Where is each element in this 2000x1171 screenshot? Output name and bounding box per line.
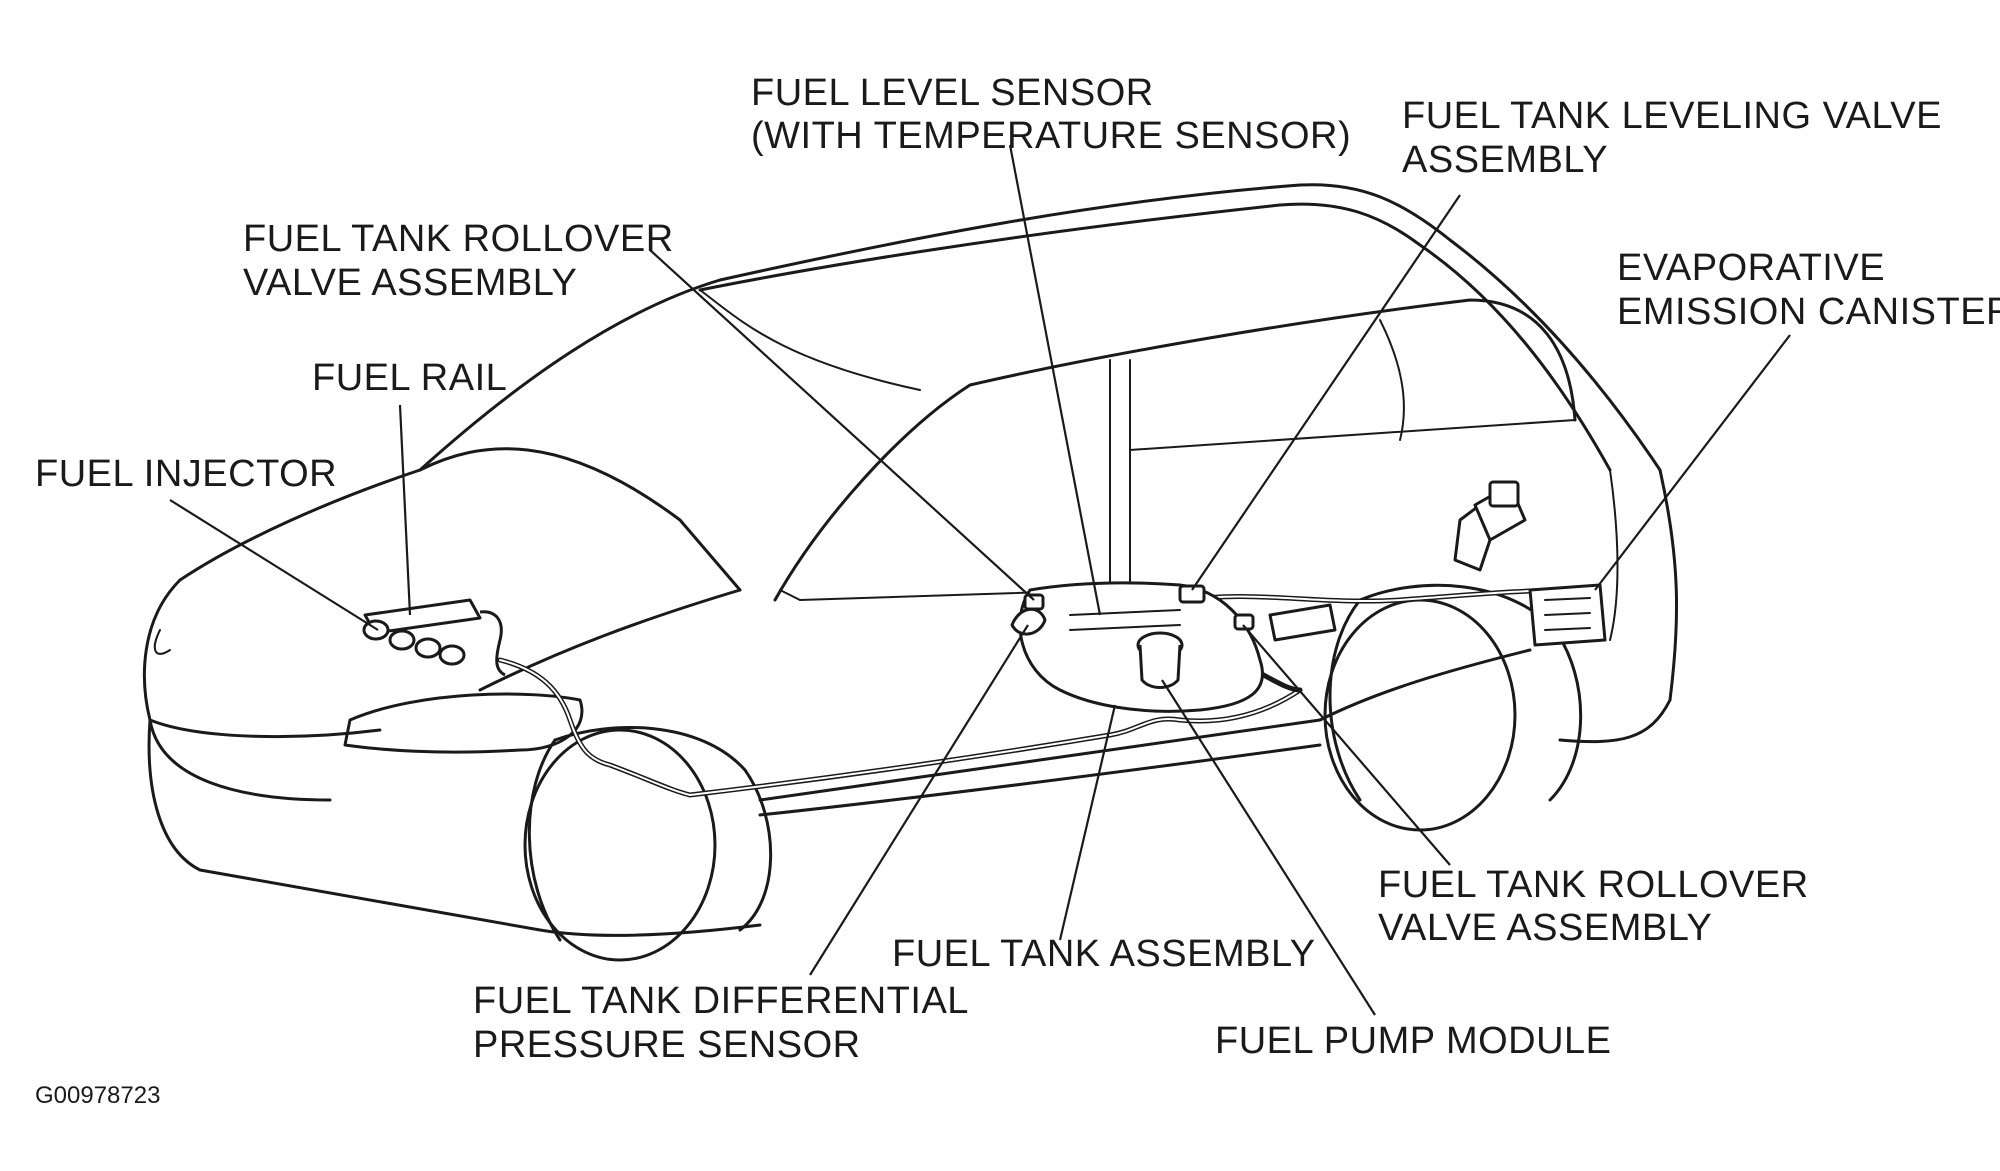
filler-neck-part	[1453, 480, 1527, 572]
leader-fuel-rail	[398, 404, 412, 616]
label-leveling-valve: FUEL TANK LEVELING VALVE	[1402, 95, 1942, 137]
leader-fuel-injector	[169, 499, 379, 631]
label-rollover-top-line2: VALVE ASSEMBLY	[243, 262, 577, 304]
leader-leveling-valve	[1191, 194, 1461, 591]
leader-rollover-bottom	[1242, 624, 1451, 866]
fuel-rail-part	[363, 598, 506, 677]
label-evap-canister-line2: EMISSION CANISTER	[1617, 291, 2000, 333]
label-fuel-rail: FUEL RAIL	[312, 357, 507, 399]
label-fuel-level-sensor-line2: (WITH TEMPERATURE SENSOR)	[751, 115, 1351, 157]
leveling-valve-part	[1178, 584, 1206, 604]
label-rollover-bottom: FUEL TANK ROLLOVER	[1378, 864, 1809, 906]
label-leveling-valve-line2: ASSEMBLY	[1402, 139, 1608, 181]
leader-fuel-level-sensor	[1008, 144, 1102, 616]
label-rollover-top: FUEL TANK ROLLOVER	[243, 218, 674, 260]
label-fuel-injector: FUEL INJECTOR	[35, 453, 337, 495]
rollover-valve-part	[1023, 593, 1255, 631]
label-rollover-bottom-line2: VALVE ASSEMBLY	[1378, 907, 1712, 949]
figure-id: G00978723	[35, 1082, 160, 1109]
leader-rollover-top	[649, 249, 1035, 601]
vehicle-outline	[142, 183, 1679, 937]
fuel-pump-module-part	[1136, 631, 1184, 689]
leader-diff-pressure-sensor	[809, 624, 1029, 976]
leader-fuel-pump-module	[1161, 679, 1376, 1016]
diff-pressure-sensor-part	[1010, 607, 1047, 636]
label-fuel-level-sensor: FUEL LEVEL SENSOR	[751, 72, 1154, 114]
label-fuel-tank-assembly: FUEL TANK ASSEMBLY	[892, 933, 1316, 975]
label-fuel-pump-module: FUEL PUMP MODULE	[1215, 1020, 1612, 1062]
label-evap-canister: EVAPORATIVE	[1617, 247, 1885, 289]
label-diff-pressure-sensor: FUEL TANK DIFFERENTIAL	[473, 980, 969, 1022]
label-diff-pressure-sensor-line2: PRESSURE SENSOR	[473, 1024, 861, 1066]
leader-evap-canister	[1594, 334, 1791, 591]
front-wheel	[523, 726, 773, 962]
evap-canister-part	[1528, 583, 1607, 647]
leader-lines	[169, 144, 1791, 1016]
leader-fuel-tank-assembly	[1058, 704, 1117, 941]
vapor-line-part	[1268, 603, 1337, 642]
